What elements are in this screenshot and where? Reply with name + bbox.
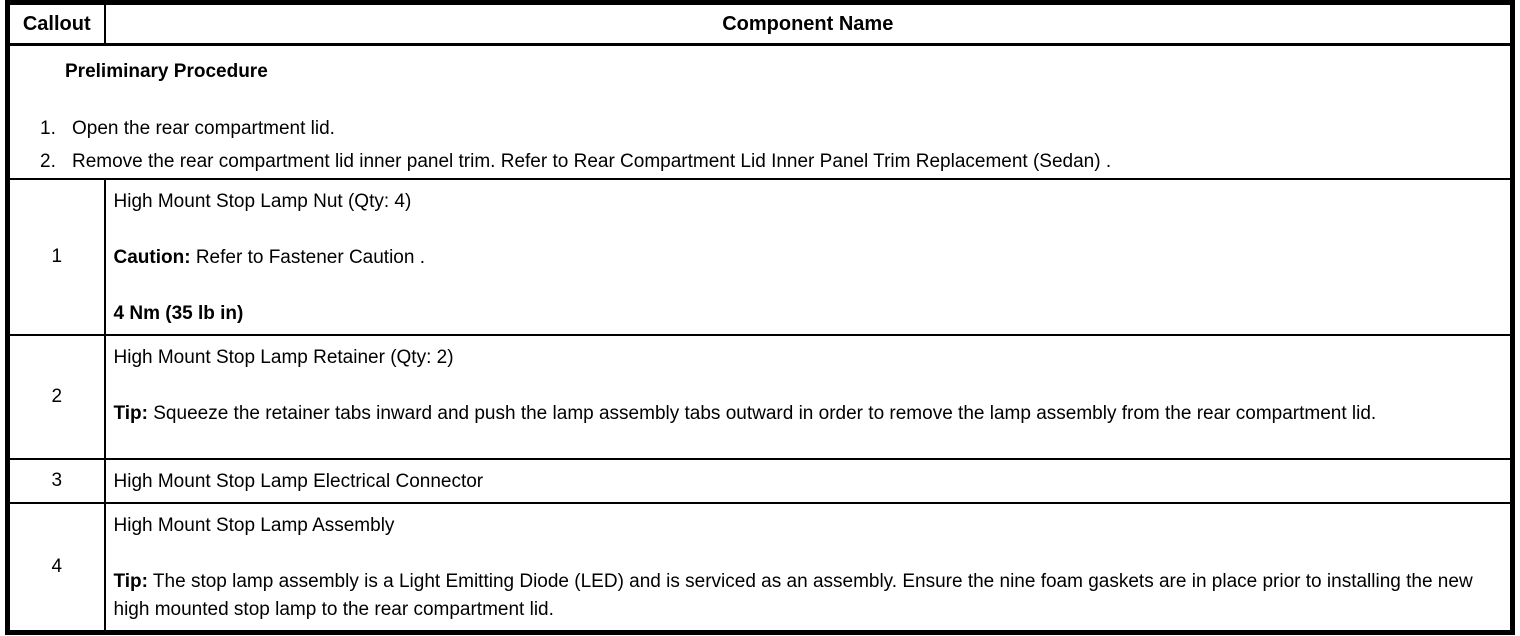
table-row: 1 High Mount Stop Lamp Nut (Qty: 4) Caut… — [6, 178, 1514, 336]
component-name: High Mount Stop Lamp Electrical Connecto… — [113, 471, 484, 492]
table-header-row: Callout Component Name — [6, 1, 1514, 46]
callout-number: 3 — [6, 458, 106, 504]
component-name: High Mount Stop Lamp Retainer (Qty: 2) — [113, 347, 454, 368]
component-name-column-header: Component Name — [103, 1, 1514, 46]
callout-number: 2 — [6, 334, 106, 460]
tip-label: Tip: — [113, 403, 148, 424]
preliminary-procedure-title: Preliminary Procedure — [65, 61, 268, 82]
table-row: 3 High Mount Stop Lamp Electrical Connec… — [6, 458, 1514, 504]
callout-column-header: Callout — [6, 1, 106, 46]
callout-number: 4 — [6, 502, 106, 634]
tip-note: Tip: Squeeze the retainer tabs inward an… — [114, 400, 1501, 428]
torque-spec: 4 Nm (35 lb in) — [113, 303, 244, 324]
step-text: Remove the rear compartment lid inner pa… — [72, 151, 1112, 172]
tip-text: Squeeze the retainer tabs inward and pus… — [147, 403, 1377, 424]
preliminary-step-2: 2. Remove the rear compartment lid inner … — [40, 145, 1502, 178]
step-text: Open the rear compartment lid. — [72, 118, 335, 139]
component-name: High Mount Stop Lamp Assembly — [113, 515, 395, 536]
tip-label: Tip: — [113, 571, 148, 592]
tip-note: Tip: The stop lamp assembly is a Light E… — [114, 568, 1501, 624]
caution-note: Caution: Refer to Fastener Caution . — [114, 244, 1501, 272]
component-callout-table: Callout Component Name Preliminary Proce… — [5, 0, 1515, 635]
tip-text: The stop lamp assembly is a Light Emitti… — [113, 571, 1473, 620]
step-number: 1. — [40, 118, 56, 139]
table-row: 2 High Mount Stop Lamp Retainer (Qty: 2)… — [6, 334, 1514, 460]
preliminary-step-1: 1. Open the rear compartment lid. — [40, 112, 1502, 145]
step-number: 2. — [40, 151, 56, 172]
component-name: High Mount Stop Lamp Nut (Qty: 4) — [113, 191, 412, 212]
table-row: 4 High Mount Stop Lamp Assembly Tip: The… — [6, 502, 1514, 634]
caution-label: Caution: — [113, 247, 191, 268]
preliminary-procedure-row: Preliminary Procedure 1. Open the rear co… — [6, 43, 1514, 180]
caution-text: Refer to Fastener Caution . — [190, 247, 425, 268]
callout-number: 1 — [6, 178, 106, 336]
